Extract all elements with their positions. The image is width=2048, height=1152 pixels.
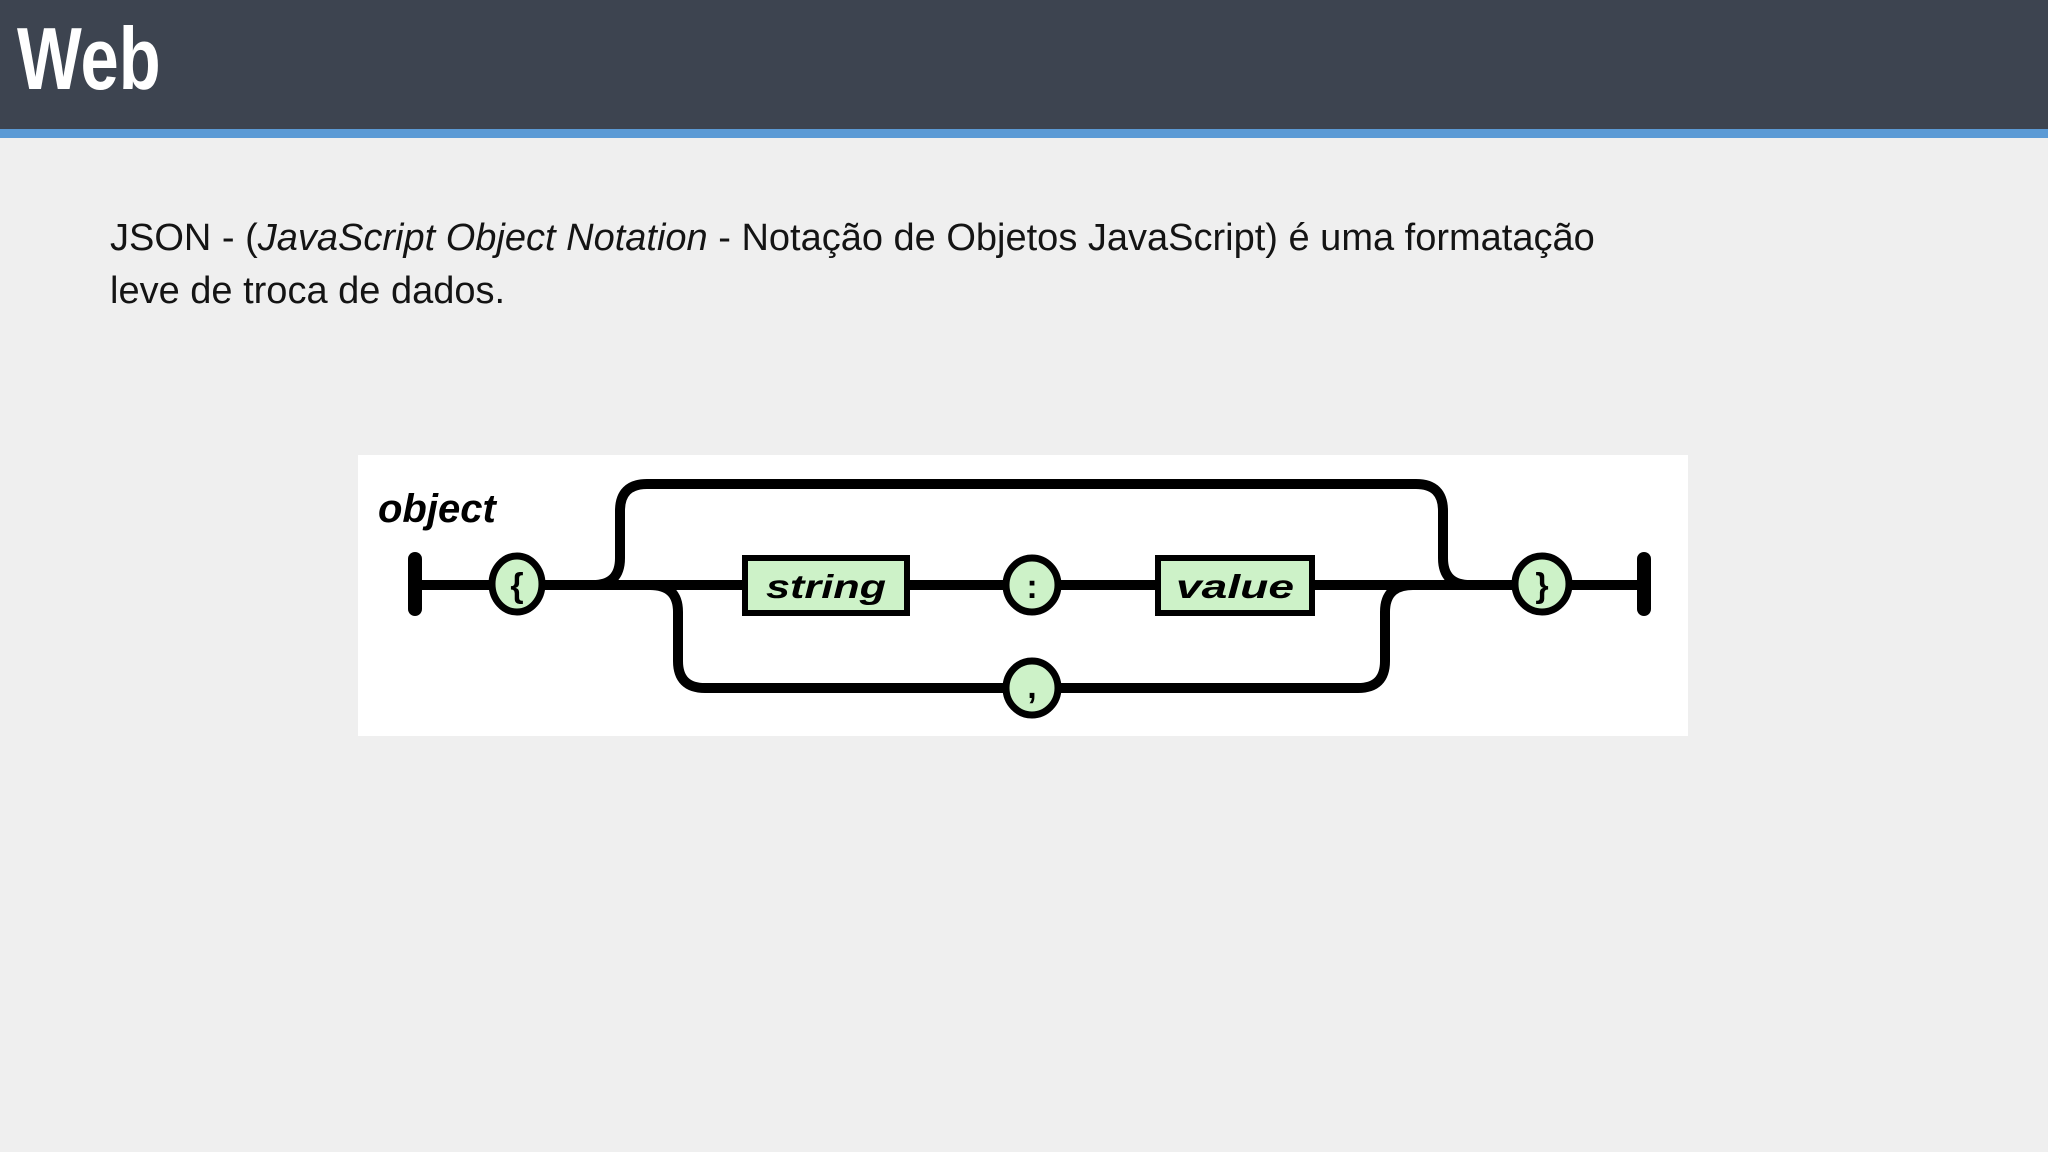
railroad-start-terminal <box>408 552 422 616</box>
intro-suffix: - Notação de Objetos JavaScript) é uma f… <box>707 217 1595 259</box>
node-colon: : <box>1002 554 1062 616</box>
diagram-label: object <box>378 487 497 531</box>
header-bar: Web <box>0 0 2048 129</box>
comma-glyph: , <box>1027 668 1036 706</box>
close-brace-glyph: } <box>1535 567 1548 605</box>
colon-circle <box>1002 554 1062 616</box>
node-value: value <box>1155 555 1315 616</box>
string-box-label: string <box>766 568 886 605</box>
intro-line-2: leve de troca de dados. <box>110 270 506 312</box>
intro-italic: JavaScript Object Notation <box>257 217 708 259</box>
node-close-brace: } <box>1511 552 1573 616</box>
close-brace-circle <box>1511 552 1573 616</box>
railroad-skip-path <box>592 479 1471 590</box>
slide-title: Web <box>17 9 161 108</box>
open-brace-circle <box>488 552 546 616</box>
accent-bar <box>0 129 2048 138</box>
railroad-end-terminal <box>1637 552 1651 616</box>
diagram-panel: object { string : <box>358 455 1688 736</box>
intro-line-1: JSON - (JavaScript Object Notation - Not… <box>110 212 1860 265</box>
node-string: string <box>742 555 910 616</box>
string-box <box>742 555 910 616</box>
intro-prefix: JSON - ( <box>110 217 258 259</box>
intro-paragraph: JSON - (JavaScript Object Notation - Not… <box>110 212 1860 318</box>
railroad-diagram: object { string : <box>378 479 1651 719</box>
node-open-brace: { <box>488 552 546 616</box>
colon-glyph: : <box>1026 568 1037 606</box>
value-box-label: value <box>1176 568 1294 605</box>
open-brace-glyph: { <box>510 567 523 605</box>
comma-circle <box>1002 657 1062 719</box>
node-comma: , <box>1002 657 1062 719</box>
value-box <box>1155 555 1315 616</box>
